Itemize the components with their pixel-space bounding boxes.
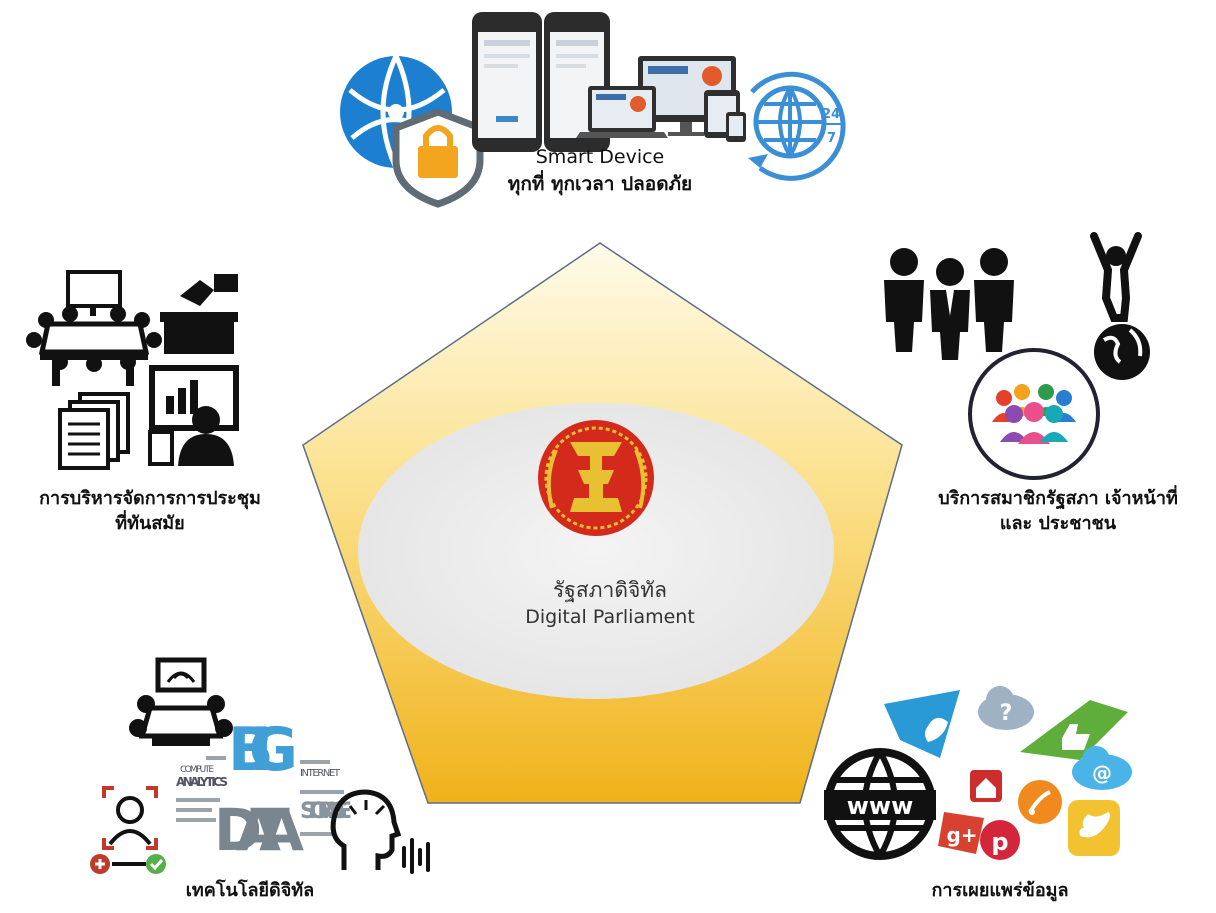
parliament-emblem-icon xyxy=(538,420,654,536)
digital-technology-label: เทคโนโลยีดิจิทัล xyxy=(185,880,315,901)
google-plus-icon: g+ xyxy=(938,812,984,854)
laptop-icon xyxy=(576,86,668,138)
presentation-icon xyxy=(148,365,239,466)
person-on-globe-icon xyxy=(1090,232,1150,380)
svg-text:g+: g+ xyxy=(946,823,977,847)
svg-text:INTERNET: INTERNET xyxy=(300,768,341,779)
member-services-caption: บริการสมาชิกรัฐสภา เจ้าหน้าที่ และ ประชา… xyxy=(900,486,1216,536)
www-text: www xyxy=(847,792,914,820)
face-scan-icon xyxy=(90,786,166,874)
svg-text:7: 7 xyxy=(827,131,836,146)
center-title-th: รัฐสภาดิจิทัล xyxy=(553,578,667,602)
team-group-icon xyxy=(968,348,1100,480)
pinterest-icon: p xyxy=(980,820,1020,860)
twitter-icon xyxy=(884,690,960,758)
twitter-square-icon xyxy=(1068,800,1120,856)
email-cloud-icon: @ xyxy=(1072,746,1132,790)
svg-text:24: 24 xyxy=(822,107,840,122)
smart-device-subtitle: ทุกที่ ทุกเวลา ปลอดภัย xyxy=(507,172,693,195)
help-cloud-icon: ? xyxy=(978,686,1034,730)
svg-text:p: p xyxy=(991,828,1008,856)
data-dissemination-caption: การเผยแพร่ข้อมูล xyxy=(880,878,1120,903)
svg-text:?: ? xyxy=(1000,701,1013,726)
svg-text:@: @ xyxy=(1092,761,1112,785)
like-icon xyxy=(1020,700,1128,760)
meeting-management-line1: การบริหารจัดการการประชุม xyxy=(39,488,261,509)
smart-device-caption: Smart Device ทุกที่ ทุกเวลา ปลอดภัย xyxy=(470,144,730,197)
shield-lock-icon xyxy=(392,108,484,208)
svg-text:BIG: BIG xyxy=(228,715,298,785)
svg-text:ANALYTICS: ANALYTICS xyxy=(176,775,228,789)
www-globe-icon xyxy=(824,748,936,860)
business-people-icon xyxy=(884,248,1014,360)
documents-icon xyxy=(58,392,130,470)
globe-24-7-icon: 24 7 xyxy=(748,71,846,181)
tablet-icon xyxy=(704,90,746,142)
home-icon xyxy=(970,770,1002,802)
conference-icon xyxy=(129,657,233,746)
digital-technology-caption: เทคโนโลยีดิจิทัล xyxy=(130,878,370,903)
smartphone-icon xyxy=(472,12,542,152)
meeting-management-caption: การบริหารจัดการการประชุม ที่ทันสมัย xyxy=(0,486,300,536)
smart-device-title: Smart Device xyxy=(535,146,665,168)
member-services-line1: บริการสมาชิกรัฐสภา เจ้าหน้าที่ xyxy=(938,488,1178,509)
svg-text:COMPUTE: COMPUTE xyxy=(180,765,214,775)
member-services-line2: และ ประชาชน xyxy=(999,513,1117,535)
big-data-wordcloud: BIG DATA ANALYTICS STORAGE INTERNET COMP… xyxy=(176,715,352,864)
meeting-table-icon xyxy=(26,270,162,386)
svg-text:DATA: DATA xyxy=(214,796,304,864)
center-title-en: Digital Parliament xyxy=(525,606,695,628)
meeting-management-line2: ที่ทันสมัย xyxy=(115,513,185,535)
center-ellipse xyxy=(358,403,834,699)
voice-head-icon xyxy=(330,789,430,874)
rss-icon xyxy=(1018,780,1062,824)
ballot-box-icon xyxy=(160,274,238,354)
data-dissemination-label: การเผยแพร่ข้อมูล xyxy=(931,880,1069,901)
